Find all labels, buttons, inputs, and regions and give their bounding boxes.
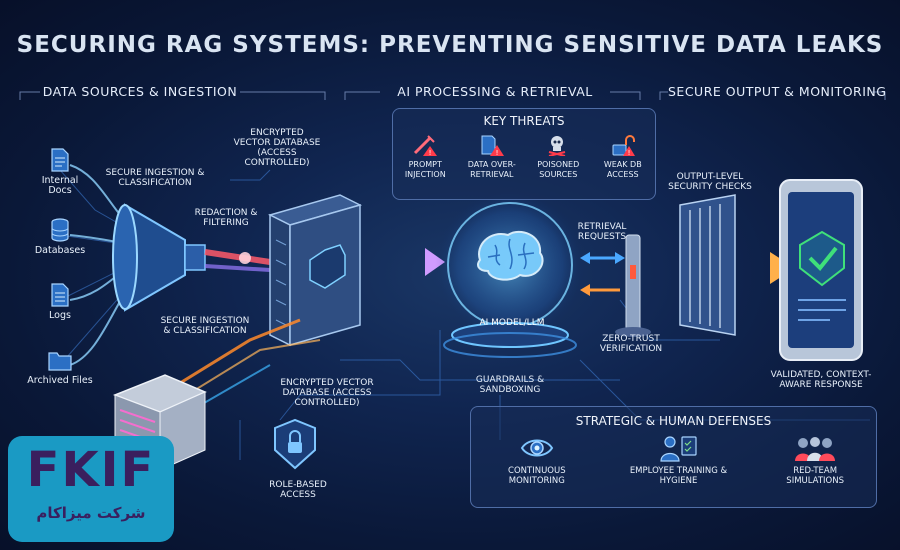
threat-item: ! DATA OVER-RETRIEVAL [460,134,524,180]
label-retrieval: RETRIEVAL REQUESTS [577,222,627,242]
defense-item: CONTINUOUS MONITORING [482,434,592,486]
tablet-device-shape [779,179,863,361]
poison-icon [549,136,566,157]
section-secure-output: SECURE OUTPUT & MONITORING [668,84,887,99]
threat-item: ! WEAK DB ACCESS [593,134,653,180]
source-internal-docs: Internal Docs [30,148,90,196]
threat-label: DATA OVER-RETRIEVAL [467,160,516,179]
key-threats-panel: KEY THREATS ! PROMPT INJECTION ! DATA OV… [392,108,656,200]
output-security-gate-shape [679,194,736,336]
key-threats-title: KEY THREATS [483,114,565,128]
defense-item: RED-TEAM SIMULATIONS [765,434,865,486]
unlock-icon: ! [612,135,635,157]
database-icon [51,218,69,242]
svg-text:!: ! [429,149,432,156]
log-file-icon [51,283,69,307]
threat-label: WEAK DB ACCESS [603,160,642,179]
svg-text:!: ! [495,149,498,156]
source-label: Archived Files [27,375,93,386]
team-icon [795,437,836,461]
label-output-checks: OUTPUT-LEVEL SECURITY CHECKS [668,172,752,192]
data-warning-icon: ! [481,135,504,157]
source-archived-files: Archived Files [22,348,98,386]
zero-trust-gate-shape [615,234,651,337]
defenses-panel: STRATEGIC & HUMAN DEFENSES CONTINUOUS MO… [470,406,877,508]
label-vector-db-top: ENCRYPTED VECTOR DATABASE (ACCESS CONTRO… [233,128,321,168]
ingestion-funnel-shape [112,203,206,312]
threat-label: POISONED SOURCES [537,160,580,179]
defense-label: RED-TEAM SIMULATIONS [786,466,844,486]
source-label: Databases [34,245,86,256]
label-ai-model: AI MODEL/LLM [479,318,545,328]
trainer-icon [660,436,698,462]
folder-icon [48,352,72,371]
section-data-sources: DATA SOURCES & INGESTION [42,84,238,99]
source-label: Internal Docs [41,175,79,196]
label-ingestion-top: SECURE INGESTION & CLASSIFICATION [105,168,205,188]
section-ai-processing: AI PROCESSING & RETRIEVAL [397,84,593,99]
label-redaction: REDACTION & FILTERING [194,208,258,228]
svg-text:!: ! [627,149,630,156]
source-logs: Logs [30,283,90,321]
defenses-title: STRATEGIC & HUMAN DEFENSES [575,414,772,428]
source-databases: Databases [30,218,90,256]
page-title: SECURING RAG SYSTEMS: PREVENTING SENSITI… [16,32,884,58]
label-zero-trust: ZERO-TRUST VERIFICATION [599,334,663,354]
threat-label: PROMPT INJECTION [404,160,446,179]
eye-icon [520,439,553,457]
defense-item: EMPLOYEE TRAINING & HYGIENE [613,434,743,486]
defense-label: CONTINUOUS MONITORING [508,466,566,486]
document-icon [51,148,69,172]
vector-database-server-shape [267,194,363,347]
syringe-icon: ! [414,135,438,157]
brand-subtitle: شرکت میزاکام [36,504,146,522]
role-access-shield-shape [274,418,316,470]
threat-item: ! PROMPT INJECTION [395,134,455,180]
source-label: Logs [49,310,71,321]
label-vector-db-bottom: ENCRYPTED VECTOR DATABASE (ACCESS CONTRO… [280,378,374,408]
threat-item: POISONED SOURCES [528,134,588,180]
retrieval-arrows [580,252,625,296]
label-role-access: ROLE-BASED ACCESS [269,480,327,500]
label-guardrails: GUARDRAILS & SANDBOXING [475,375,545,395]
label-ingestion-bottom: SECURE INGESTION & CLASSIFICATION [160,316,250,336]
defense-label: EMPLOYEE TRAINING & HYGIENE [629,466,728,486]
brain-icon [477,230,544,281]
label-validated: VALIDATED, CONTEXT-AWARE RESPONSE [770,370,872,390]
brand-logo: FKIF شرکت میزاکام [8,436,174,542]
brand-name: FKIF [26,442,156,498]
section-dividers [19,91,886,100]
